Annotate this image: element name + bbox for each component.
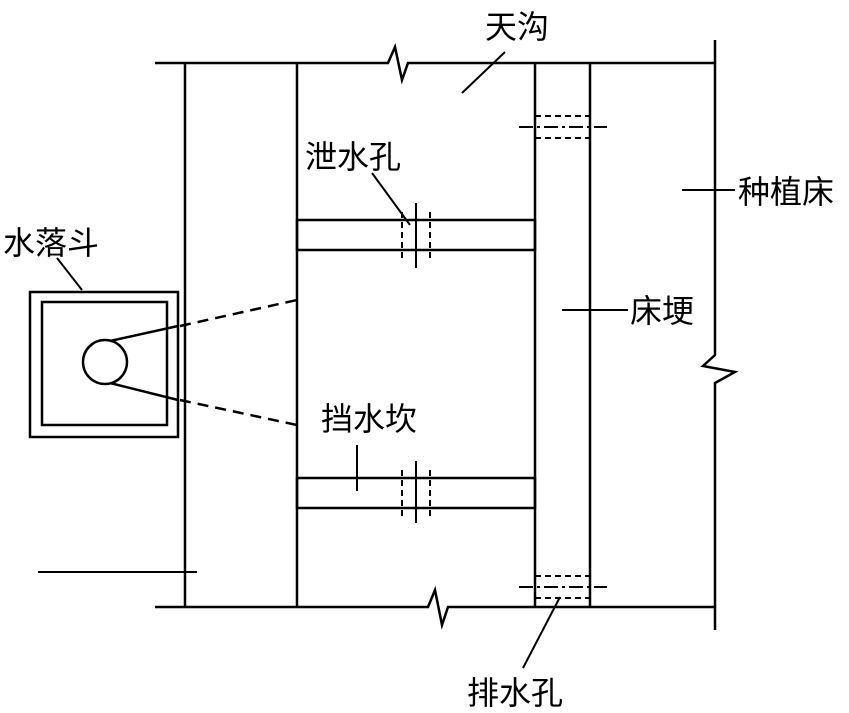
lower-drain-hole — [519, 575, 607, 599]
bed-ridge-label: 床埂 — [630, 292, 694, 330]
lower-weep-hole — [401, 461, 431, 523]
drain-hole-leader — [522, 596, 561, 669]
downpipe-circle — [81, 338, 129, 386]
rain-hopper-leader — [56, 257, 83, 291]
leader-lines — [38, 51, 735, 669]
outlet-upper-dashed-line — [179, 298, 298, 328]
labels: 天沟 泄水孔 水落斗 种植床 床埂 挡水坎 排水孔 — [3, 8, 834, 712]
rain-hopper-outer-box — [28, 290, 180, 439]
rain-hopper-inner-box — [40, 300, 169, 427]
rain-hopper — [28, 290, 298, 439]
upper-drain-hole — [519, 115, 607, 139]
funnel-lower-line — [109, 381, 179, 402]
planting-bed-label: 种植床 — [738, 173, 834, 211]
bottom-edge-with-break — [155, 585, 715, 630]
weep-holes — [401, 203, 431, 523]
gutter-leader — [461, 51, 506, 94]
water-check-label: 挡水坎 — [321, 400, 417, 438]
outlet-lower-dashed-line — [179, 398, 298, 427]
gutter-label: 天沟 — [485, 8, 549, 46]
weep-hole-label: 泄水孔 — [305, 138, 401, 176]
boundary-lines — [155, 40, 739, 630]
funnel-upper-line — [109, 324, 179, 343]
vertical-walls — [183, 63, 592, 607]
weep-hole-leader — [371, 172, 411, 226]
right-edge-with-break — [700, 40, 739, 630]
drain-holes — [519, 115, 607, 599]
upper-weep-hole — [401, 203, 431, 268]
drain-hole-label: 排水孔 — [467, 674, 563, 712]
top-edge-with-break — [155, 42, 715, 85]
rain-hopper-label: 水落斗 — [3, 224, 99, 262]
